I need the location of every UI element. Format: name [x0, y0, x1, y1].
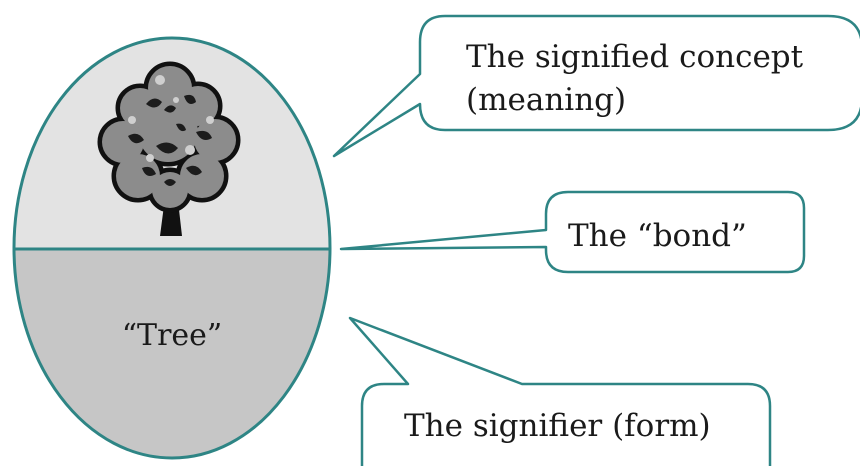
tree-icon [97, 61, 241, 236]
signified-label-line1: The signified concept [466, 39, 804, 75]
word-label: “Tree” [122, 318, 223, 353]
bond-label: The “bond” [568, 218, 747, 254]
bond-callout: The “bond” [339, 190, 806, 274]
signifier-label: The signifier (form) [404, 408, 711, 444]
sign-outline [12, 36, 332, 460]
signified-callout: The signified concept (meaning) [332, 14, 860, 158]
signified-label-line2: (meaning) [466, 82, 626, 118]
signifier-callout: The signifier (form) [348, 316, 772, 466]
